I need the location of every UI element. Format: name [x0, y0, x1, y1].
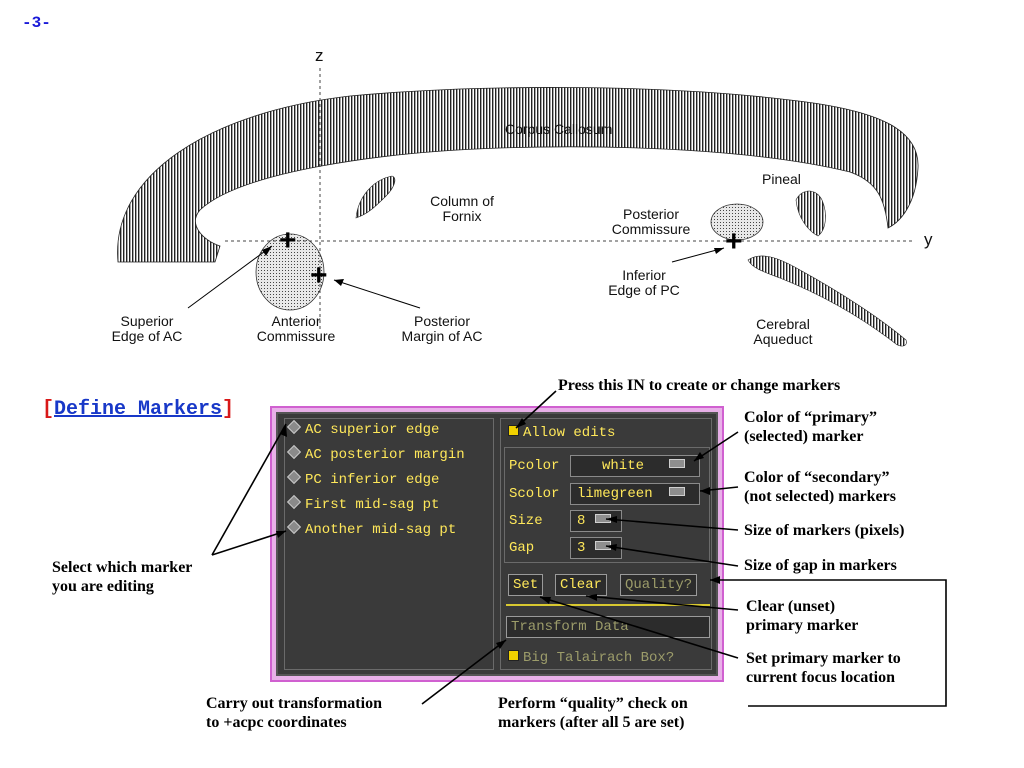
posterior-ac-marker: + — [310, 259, 328, 292]
panel-separator — [506, 604, 710, 606]
checkbox-icon — [508, 425, 519, 436]
big-talairach-box-toggle[interactable]: Big Talairach Box? — [508, 650, 674, 666]
option-menu-icon — [669, 459, 685, 468]
clear-button[interactable]: Clear — [555, 574, 608, 596]
page-number: -3- — [22, 14, 51, 32]
press-in-annotation: Press this IN to create or change marker… — [558, 377, 841, 394]
pineal-label: Pineal — [762, 171, 801, 187]
checkbox-icon — [508, 650, 519, 661]
marker-controls — [500, 418, 712, 670]
define-markers-heading: [Define Markers] — [42, 398, 235, 421]
cerebral-aqueduct-shape — [747, 255, 907, 347]
z-axis-label: z — [315, 46, 324, 65]
marker-option-ac-posterior[interactable]: AC posterior margin — [286, 444, 465, 463]
y-axis-label: y — [924, 230, 933, 249]
allow-edits-toggle[interactable]: Allow edits — [508, 425, 615, 441]
marker-list — [284, 418, 494, 670]
posterior-commissure-shape — [710, 203, 764, 241]
marker-option-ac-superior[interactable]: AC superior edge — [286, 419, 439, 438]
pcolor-menu[interactable]: white — [570, 455, 700, 477]
corpus-callosum-shape — [117, 87, 919, 263]
corpus-callosum-label: Corpus Callosum — [505, 121, 613, 137]
column-of-fornix-shape — [355, 175, 396, 219]
option-menu-icon — [669, 487, 685, 496]
marker-option-another-mid-sag[interactable]: Another mid-sag pt — [286, 519, 456, 538]
anterior-commissure-shape — [255, 233, 325, 311]
gap-annotation: Size of gap in markers — [744, 557, 897, 574]
size-label: Size — [509, 513, 543, 529]
transform-data-button[interactable]: Transform Data — [506, 616, 710, 638]
marker-option-first-mid-sag[interactable]: First mid-sag pt — [286, 494, 439, 513]
define-markers-link[interactable]: Define Markers — [54, 398, 223, 421]
size-annotation: Size of markers (pixels) — [744, 522, 905, 539]
superior-ac-marker: + — [279, 224, 297, 257]
gap-label: Gap — [509, 540, 535, 556]
pcolor-label: Pcolor — [509, 458, 560, 474]
clear-annotation: Clear (unset)primary marker — [746, 598, 859, 634]
gap-menu[interactable]: 3 — [570, 537, 622, 559]
set-button[interactable]: Set — [508, 574, 544, 596]
inferior-pc-marker: + — [725, 225, 743, 258]
marker-option-pc-inferior[interactable]: PC inferior edge — [286, 469, 439, 488]
pcolor-annotation: Color of “primary”(selected) marker — [744, 409, 878, 445]
pineal-shape — [795, 190, 826, 237]
quality-button[interactable]: Quality? — [620, 574, 698, 596]
scolor-menu[interactable]: limegreen — [570, 483, 700, 505]
scolor-label: Scolor — [509, 486, 560, 502]
marker-style-box — [504, 447, 710, 563]
scolor-annotation: Color of “secondary”(not selected) marke… — [744, 469, 896, 505]
